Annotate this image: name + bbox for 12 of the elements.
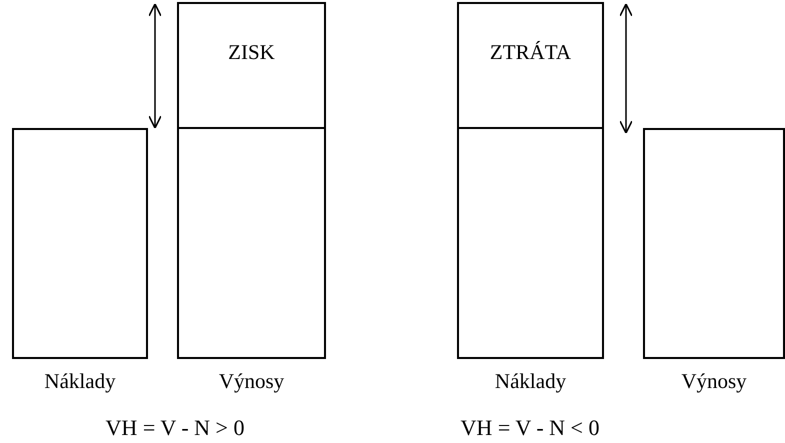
box-label: ZTRÁTA xyxy=(488,40,572,65)
labeled-box xyxy=(457,2,604,129)
column-label: Výnosy xyxy=(681,369,747,394)
empty-box xyxy=(12,128,148,359)
empty-box xyxy=(643,128,785,359)
formula: VH = V - N < 0 xyxy=(460,415,600,441)
column-label: Náklady xyxy=(494,369,566,394)
labeled-box xyxy=(177,2,326,129)
box-label: ZISK xyxy=(227,40,276,65)
column-label: Náklady xyxy=(44,369,116,394)
formula: VH = V - N > 0 xyxy=(106,415,244,441)
column-label: Výnosy xyxy=(218,369,284,394)
